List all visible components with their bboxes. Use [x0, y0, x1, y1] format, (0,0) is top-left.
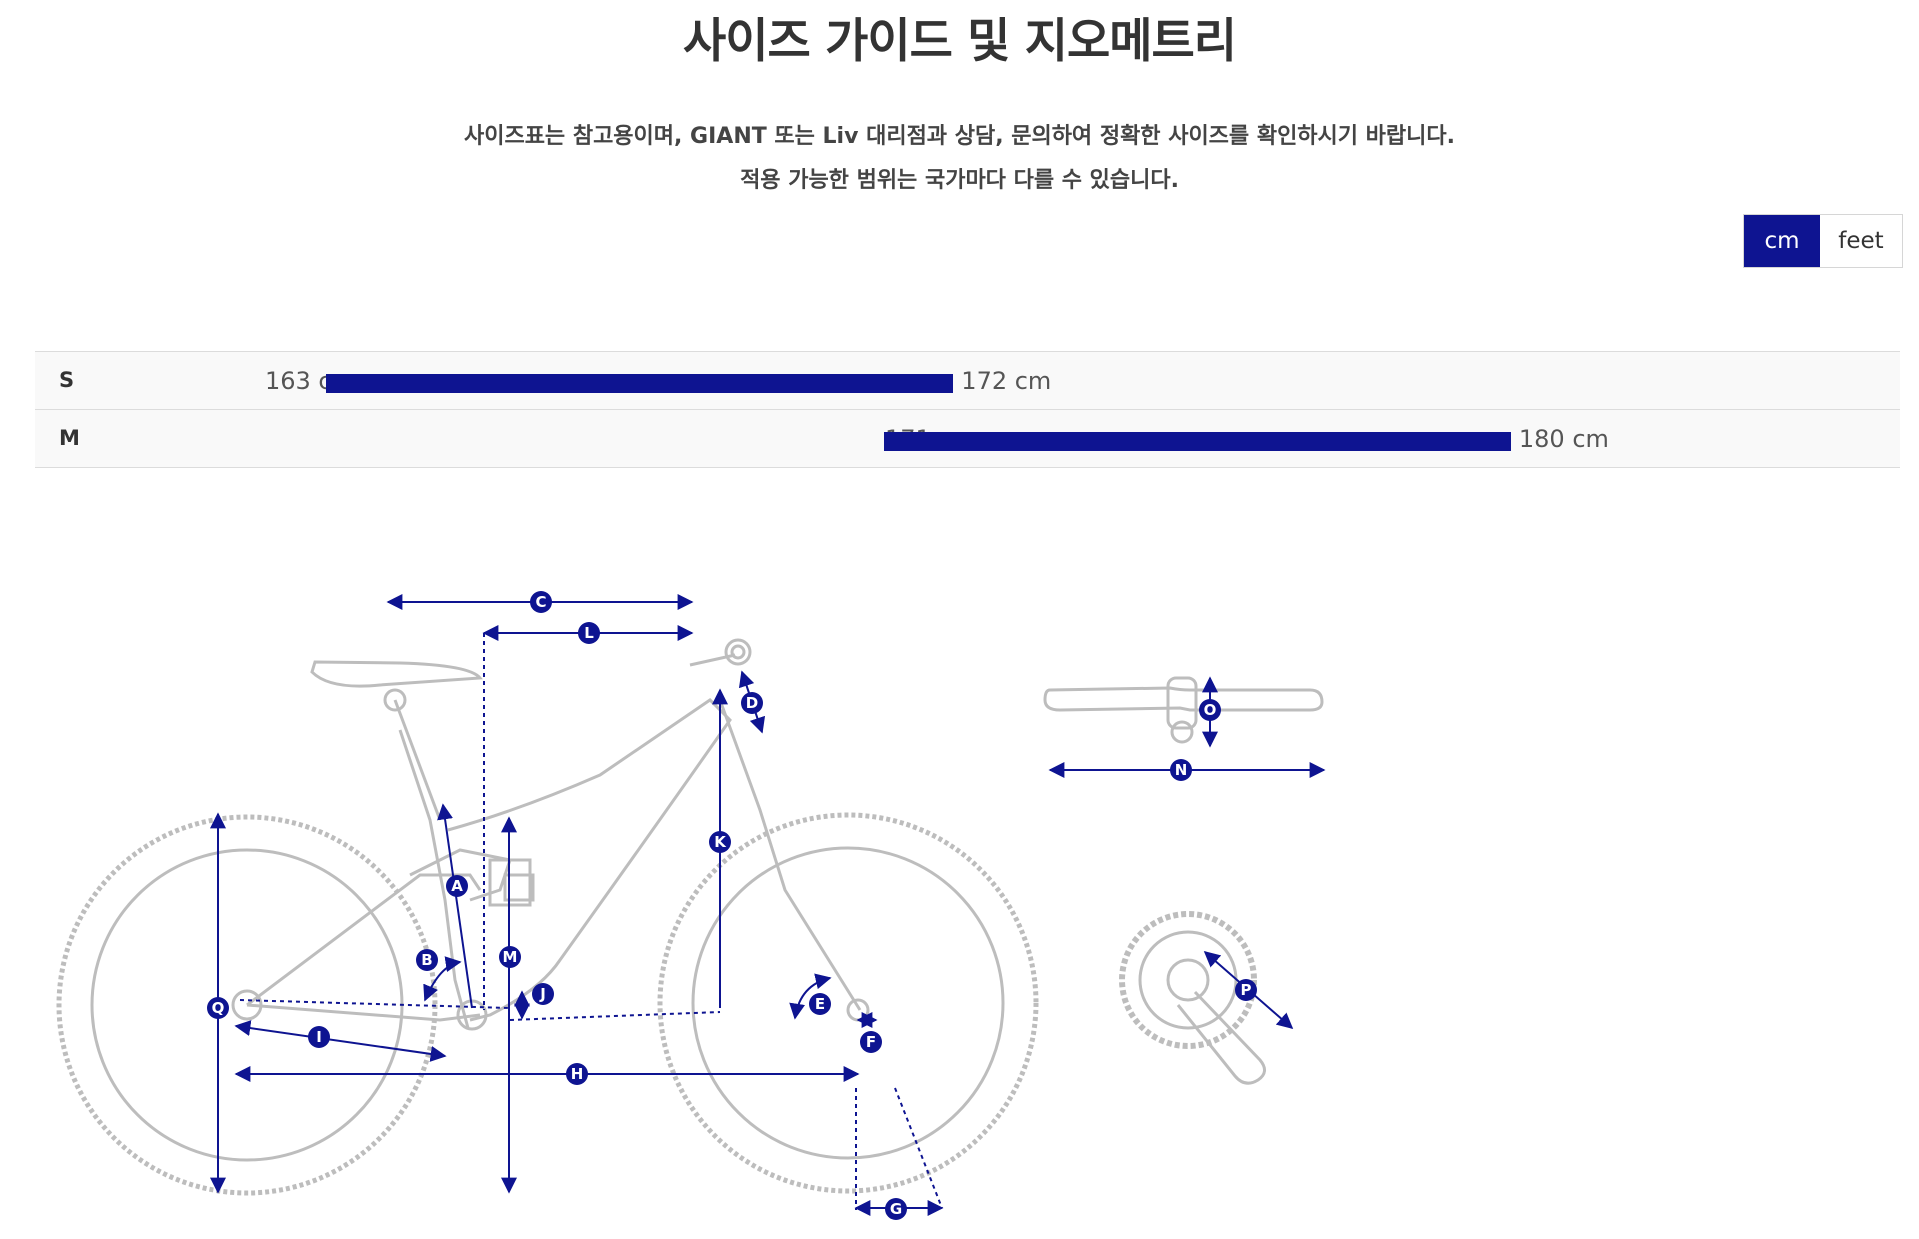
marker-d: D	[741, 692, 763, 714]
page-title: 사이즈 가이드 및 지오메트리	[683, 14, 1237, 69]
svg-text:H: H	[571, 1065, 584, 1083]
marker-o: O	[1199, 699, 1221, 721]
range-max-label: 172 cm	[961, 367, 1052, 395]
svg-text:M: M	[503, 948, 518, 966]
svg-text:N: N	[1175, 761, 1188, 779]
unit-toggle: cm feet	[1743, 214, 1903, 268]
svg-text:E: E	[815, 995, 825, 1013]
unit-feet-button[interactable]: feet	[1820, 215, 1902, 267]
range-bar	[883, 432, 1511, 451]
marker-b: B	[416, 949, 438, 971]
marker-i: I	[308, 1026, 330, 1048]
marker-q: Q	[207, 997, 229, 1019]
unit-cm-button[interactable]: cm	[1744, 215, 1820, 267]
svg-text:I: I	[316, 1028, 322, 1046]
handlebar-illustration	[1043, 676, 1324, 744]
bike-illustration	[56, 638, 1039, 1196]
geometry-markers: C L D K A M B J Q E F I H G O N P	[207, 591, 1257, 1220]
svg-text:Q: Q	[212, 999, 225, 1017]
bike-geometry-diagram: C L D K A M B J Q E F I H G O N P	[56, 591, 1326, 1220]
svg-text:G: G	[890, 1200, 902, 1218]
svg-text:A: A	[451, 877, 463, 895]
marker-e: E	[809, 993, 831, 1015]
size-notice-line-2: 적용 가능한 범위는 국가마다 다를 수 있습니다.	[740, 168, 1179, 193]
svg-text:P: P	[1241, 981, 1252, 999]
marker-n: N	[1170, 759, 1192, 781]
size-label: M	[59, 426, 80, 450]
marker-m: M	[499, 946, 521, 968]
size-row: M 171 cm 180 cm	[35, 410, 1900, 468]
range-bar	[326, 374, 954, 393]
marker-a: A	[446, 875, 468, 897]
range-max-label: 180 cm	[1518, 425, 1609, 453]
size-label: S	[59, 368, 75, 392]
size-range-table: S 163 cm 172 cm M 171 cm 180 cm	[35, 351, 1900, 468]
marker-j: J	[532, 983, 554, 1005]
svg-text:C: C	[535, 593, 546, 611]
svg-text:L: L	[584, 624, 594, 642]
svg-text:K: K	[714, 833, 727, 851]
svg-text:F: F	[866, 1033, 876, 1051]
marker-f: F	[860, 1031, 882, 1053]
svg-text:O: O	[1204, 701, 1217, 719]
size-row: S 163 cm 172 cm	[35, 352, 1900, 410]
marker-h: H	[566, 1063, 588, 1085]
marker-c: C	[530, 591, 552, 613]
svg-text:B: B	[421, 951, 432, 969]
svg-text:D: D	[746, 694, 758, 712]
size-notice-line-1: 사이즈표는 참고용이며, GIANT 또는 Liv 대리점과 상담, 문의하여 …	[463, 124, 1456, 149]
marker-g: G	[885, 1198, 907, 1220]
marker-k: K	[709, 831, 731, 853]
svg-text:J: J	[539, 985, 546, 1003]
dimension-lines	[210, 594, 1326, 1216]
marker-l: L	[578, 622, 600, 644]
marker-p: P	[1235, 979, 1257, 1001]
